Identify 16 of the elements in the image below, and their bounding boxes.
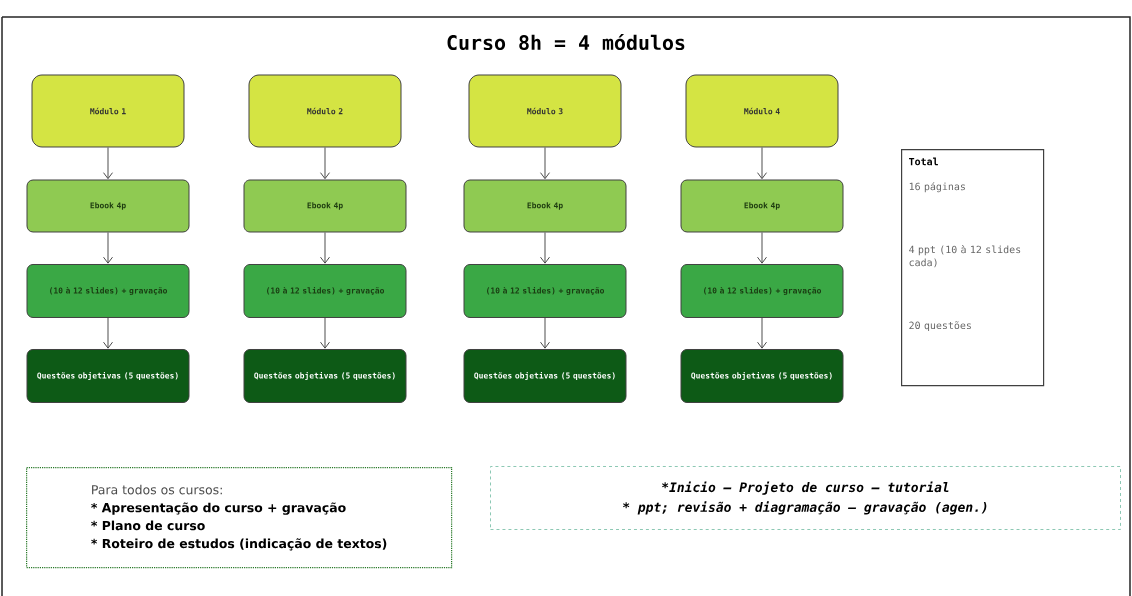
arrow xyxy=(320,232,330,264)
arrow xyxy=(757,317,767,349)
note-box: Para todos os cursos: * Apresentação do curso + gravação * Plano de curso * Roteiro de estudos (indicação de textos) xyxy=(26,467,453,569)
arrow xyxy=(757,147,767,180)
title: Curso 8h = 4 módulos xyxy=(447,33,685,51)
arrow xyxy=(103,317,113,349)
arrow xyxy=(103,232,113,264)
arrow xyxy=(320,317,330,349)
arrow xyxy=(320,147,330,180)
note-box: *Inicio – Projeto de curso – tutorial * ppt; revisão + diagramação – gravação (agen.) xyxy=(490,466,1121,530)
arrow xyxy=(540,232,550,264)
arrow xyxy=(103,147,113,180)
arrow xyxy=(540,317,550,349)
summary-box: Total 16 páginas 4 ppt (10 à 12 slides cada) 20 questões xyxy=(901,149,1045,387)
arrow xyxy=(757,232,767,264)
arrow xyxy=(540,147,550,180)
